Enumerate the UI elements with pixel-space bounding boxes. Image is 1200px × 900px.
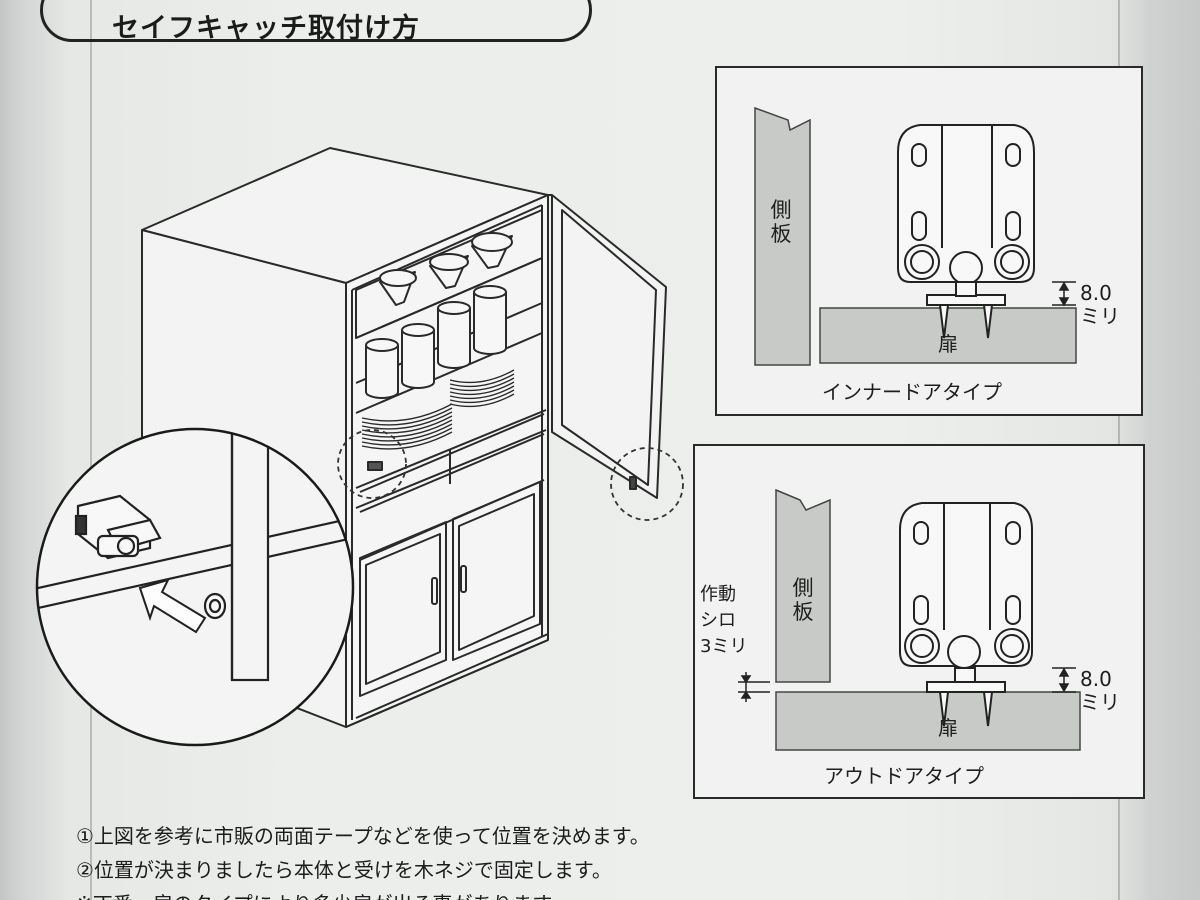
inner-dimension-label: 8.0 ミリ bbox=[1080, 281, 1120, 328]
outer-dimension-label: 8.0 ミリ bbox=[1080, 667, 1120, 714]
inner-type-caption: インナードアタイプ bbox=[822, 380, 1002, 404]
strike-highlight-circle bbox=[610, 447, 684, 521]
note-step-2: ②位置が決まりましたら本体と受けを木ネジで固定します。 bbox=[76, 858, 612, 882]
note-step-1: ①上図を参考に市販の両面テープなどを使って位置を決めます。 bbox=[76, 824, 650, 848]
inner-side-panel-label: 側 板 bbox=[770, 198, 792, 246]
stroke-clearance-label: 作動 シロ 3ミリ bbox=[700, 584, 748, 657]
outer-door-label: 扉 bbox=[938, 716, 958, 740]
page-title: セイフキャッチ取付け方 bbox=[112, 13, 420, 44]
outer-type-caption: アウトドアタイプ bbox=[824, 764, 984, 788]
sheet-edge-left bbox=[90, 0, 92, 900]
outer-type-panel bbox=[693, 444, 1145, 799]
outer-side-panel-label: 側 板 bbox=[792, 576, 814, 624]
zoom-detail bbox=[35, 427, 355, 747]
cabinet-illustration bbox=[141, 147, 667, 728]
inner-door-label: 扉 bbox=[938, 332, 958, 356]
inner-type-panel bbox=[715, 66, 1143, 416]
note-caution: ※丁番、扉のタイプにより多少扉が出る事があります。 bbox=[76, 888, 570, 900]
catch-highlight-circle bbox=[337, 429, 407, 499]
